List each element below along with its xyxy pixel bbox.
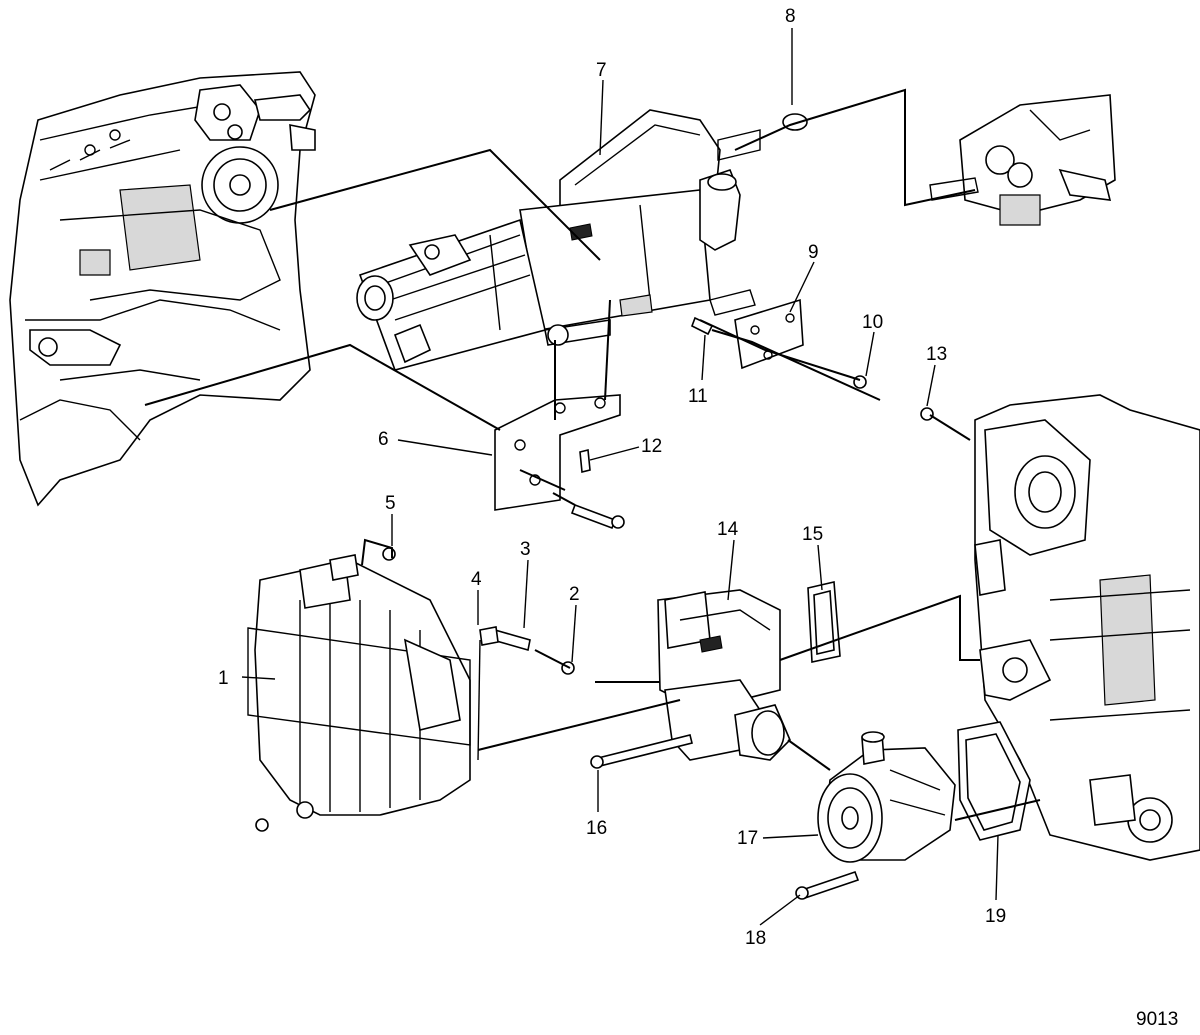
coolant-tank <box>247 554 471 819</box>
water-pump <box>817 731 956 863</box>
callout-15: 15 <box>802 524 823 545</box>
callout-10: 10 <box>862 312 883 333</box>
callout-3: 3 <box>520 539 531 560</box>
bracket-9 <box>734 298 804 370</box>
callout-7: 7 <box>596 60 607 81</box>
callout-2: 2 <box>569 584 580 605</box>
callout-19: 19 <box>985 906 1006 927</box>
engine-block-lower-right <box>974 394 1200 861</box>
callout-leaders <box>241 28 999 926</box>
figure-number: 9013 <box>1136 1009 1178 1030</box>
thermostat-housing <box>657 589 791 761</box>
bracket-6 <box>494 394 621 511</box>
callout-13: 13 <box>926 344 947 365</box>
callout-6: 6 <box>378 429 389 450</box>
engine-block-upper-right <box>959 94 1116 226</box>
callout-8: 8 <box>785 6 796 27</box>
callout-4: 4 <box>471 569 482 590</box>
callout-9: 9 <box>808 242 819 263</box>
callout-12: 12 <box>641 436 662 457</box>
gasket-15 <box>807 581 841 663</box>
gasket-19 <box>957 721 1031 841</box>
callout-labels: 1 2 3 4 5 6 7 8 9 10 11 12 13 14 15 16 1… <box>218 6 1006 949</box>
callout-1: 1 <box>218 668 229 689</box>
gasket-shapes <box>709 113 979 316</box>
callout-16: 16 <box>586 818 607 839</box>
callout-11: 11 <box>688 386 708 407</box>
callout-14: 14 <box>717 519 739 540</box>
callout-18: 18 <box>745 928 766 949</box>
engine-block-upper-left <box>9 71 316 507</box>
heat-exchanger <box>356 109 741 371</box>
assembly-lines <box>144 88 1041 821</box>
callout-5: 5 <box>385 493 396 514</box>
callout-17: 17 <box>737 828 758 849</box>
